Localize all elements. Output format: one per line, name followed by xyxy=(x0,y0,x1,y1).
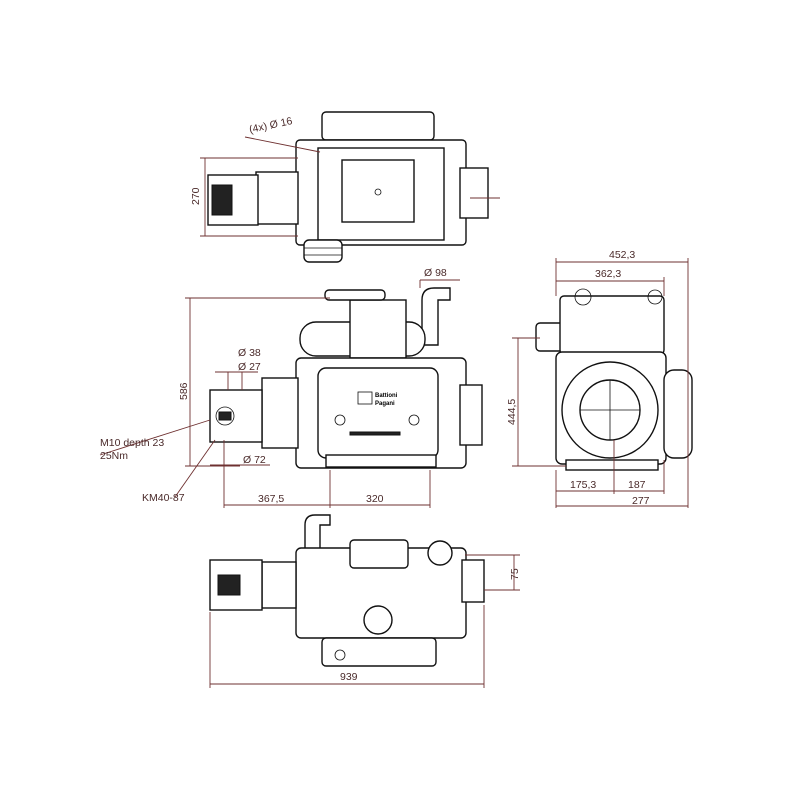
logo-text: Pagani xyxy=(375,401,395,407)
length-a-label: 367,5 xyxy=(258,493,284,505)
top-view-pump xyxy=(207,111,489,263)
base-total-label: 277 xyxy=(632,495,650,507)
side-width-inner-label: 362,3 xyxy=(595,268,621,280)
holes-label: (4x) Ø 16 xyxy=(248,115,293,136)
side-width-total-label: 452,3 xyxy=(609,249,635,261)
coupling-label: KM40-87 xyxy=(142,492,185,504)
front-height-label: 586 xyxy=(178,382,190,400)
shaft-dia-outer-label: Ø 38 xyxy=(238,347,261,359)
front-view-pump: Battioni Pagani xyxy=(209,287,483,469)
top-width-label: 270 xyxy=(190,187,202,205)
bottom-view-dimensions xyxy=(209,554,520,688)
side-view-pump xyxy=(535,288,693,471)
bottom-offset-label: 75 xyxy=(509,568,521,580)
flange-dia-label: Ø 72 xyxy=(243,454,266,466)
top-view-dimensions xyxy=(200,136,500,237)
side-height-label: 444,5 xyxy=(506,399,518,425)
total-length-label: 939 xyxy=(340,671,358,683)
shaft-dia-inner-label: Ø 27 xyxy=(238,361,261,373)
base-b-label: 187 xyxy=(628,479,646,491)
thread-note-2: 25Nm xyxy=(100,450,128,462)
base-a-label: 175,3 xyxy=(570,479,596,491)
side-view-dimensions xyxy=(512,258,689,508)
logo-text: Battioni xyxy=(375,393,398,399)
outlet-dia-label: Ø 98 xyxy=(424,267,447,279)
front-view-dimensions xyxy=(99,279,460,508)
thread-note-1: M10 depth 23 xyxy=(100,437,164,449)
length-b-label: 320 xyxy=(366,493,384,505)
bottom-view-pump xyxy=(209,514,485,667)
